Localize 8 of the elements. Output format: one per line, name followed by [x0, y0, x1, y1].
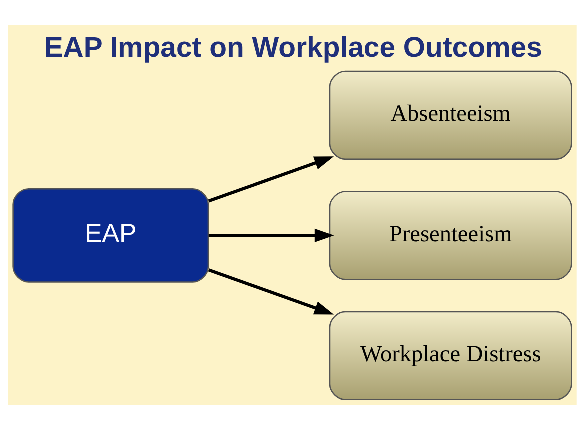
node-box: Absenteeism [329, 70, 572, 160]
arrow [208, 228, 334, 242]
arrow [208, 268, 334, 314]
node-box: EAP [12, 188, 210, 282]
node-box: Workplace Distress [329, 310, 572, 400]
node-box: Presenteeism [329, 190, 572, 280]
diagram-title: EAP Impact on Workplace Outcomes [44, 31, 542, 64]
arrow [208, 156, 334, 202]
